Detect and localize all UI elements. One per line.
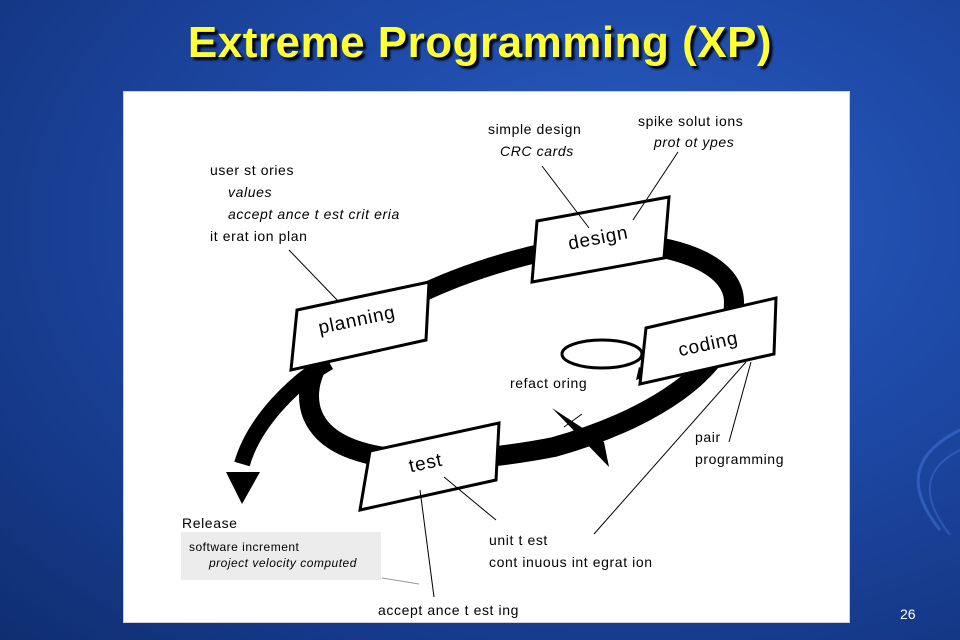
design-callout-line: [541, 165, 590, 229]
refactoring-note: refact oring: [510, 375, 588, 391]
continuous-integration-note: cont inuous int egrat ion: [489, 554, 653, 570]
acceptance-criteria-note: accept ance t est crit eria: [228, 206, 400, 222]
cycle-arrowhead: [552, 408, 609, 467]
planning-box: [289, 280, 431, 372]
values-note: values: [228, 184, 273, 200]
coding-box: [638, 296, 778, 386]
page-number: 26: [900, 606, 916, 622]
planning-callout-line: [288, 249, 340, 303]
acceptance-testing-note: accept ance t est ing: [378, 602, 520, 618]
slide-title: Extreme Programming (XP): [187, 18, 773, 67]
spike-solutions-note: spike solut ions: [638, 113, 744, 129]
release-box: software increment project velocity comp…: [181, 532, 381, 580]
refactor-callout-line: [563, 413, 583, 428]
user-stories-note: user st ories: [210, 162, 295, 178]
xp-diagram-panel: planning design coding test user st orie…: [123, 91, 850, 623]
unit-test-note: unit t est: [489, 532, 548, 548]
programming-note: programming: [695, 451, 785, 467]
unit-callout-line: [443, 476, 497, 521]
software-increment-note: software increment: [189, 540, 300, 554]
simple-design-note: simple design: [488, 121, 582, 137]
release-arrow: [234, 355, 334, 467]
xp-cycle-graphic: [226, 151, 778, 598]
pair-note: pair: [695, 429, 721, 445]
project-velocity-note: project velocity computed: [209, 556, 357, 570]
decorative-swoosh: [916, 428, 960, 536]
crc-cards-note: CRC cards: [500, 143, 574, 159]
release-arrowhead: [226, 472, 260, 504]
refactoring-loop: [560, 338, 644, 370]
pair-callout-line: [728, 361, 752, 443]
iteration-plan-note: it erat ion plan: [210, 228, 308, 244]
spike-callout-line: [632, 151, 679, 221]
prototypes-note: prot ot ypes: [654, 134, 735, 150]
release-heading: Release: [182, 515, 238, 531]
acceptance-callout-line: [419, 489, 435, 598]
continuous-callout-line: [593, 361, 747, 535]
release-callout-line: [381, 577, 420, 585]
test-box: [358, 421, 501, 512]
